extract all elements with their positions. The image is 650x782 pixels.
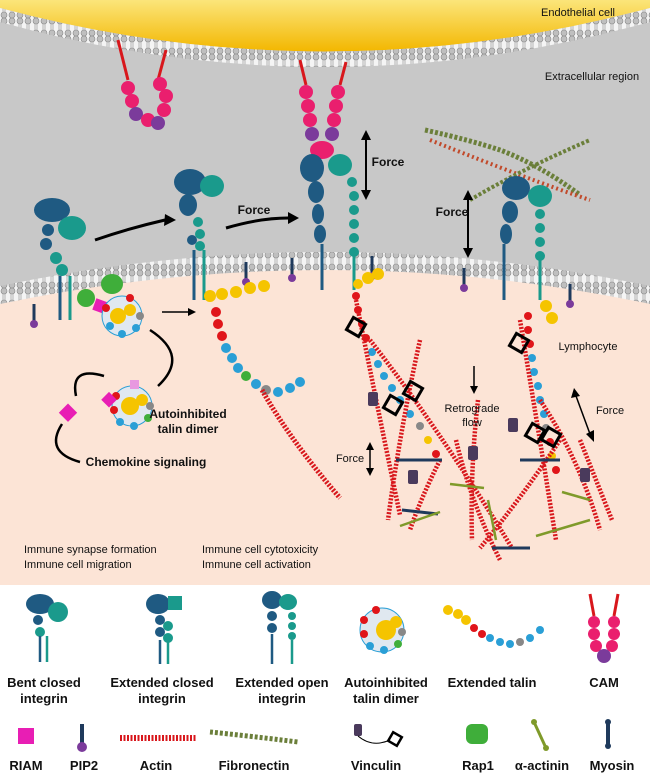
- force-arrowhead-4a: [366, 442, 374, 450]
- legend-cam: CAM: [589, 675, 619, 690]
- force-label-3: Force: [436, 205, 469, 219]
- legend-vinculin: Vinculin: [351, 758, 401, 773]
- extended-talin-middle: [204, 280, 305, 397]
- cam-free: [116, 39, 173, 130]
- alpha-actinin-icon: [531, 719, 549, 751]
- force-label-1: Force: [238, 203, 271, 217]
- lymphocyte-membrane: [0, 252, 650, 304]
- autoinhibited-label-line2: talin dimer: [158, 422, 219, 436]
- legend-extended-closed-line2: integrin: [138, 691, 186, 706]
- retrograde-arrowhead: [470, 386, 478, 394]
- legend-extended-closed-line1: Extended closed: [110, 675, 213, 690]
- function-cytotoxicity: Immune cell cytotoxicity: [202, 544, 319, 556]
- force-arrowhead-2b: [361, 190, 371, 200]
- retrograde-label-line2: flow: [462, 417, 482, 429]
- retrograde-label-line1: Retrograde: [444, 403, 499, 415]
- force-label-2: Force: [372, 155, 405, 169]
- myosin-crosslinks: [396, 458, 560, 550]
- function-migration: Immune cell migration: [24, 559, 132, 571]
- force-arrowhead-3a: [463, 190, 473, 200]
- force-label-4: Force: [336, 453, 364, 465]
- autoinhibited-talin-dimer: [101, 380, 154, 430]
- chemokine-arrow: [54, 423, 81, 464]
- legend-bent-closed-line2: integrin: [20, 691, 68, 706]
- force-arrowhead-4b: [366, 468, 374, 476]
- alpha-actinin-crosslinks: [399, 482, 591, 541]
- riam-icon: [18, 728, 34, 744]
- extended-open-integrin-fibronectin: [500, 176, 552, 300]
- pip2-icon: [77, 724, 87, 752]
- legend-rap1: Rap1: [462, 758, 494, 773]
- lymphocyte-label: Lymphocyte: [559, 341, 618, 353]
- transition-arrow-2: [225, 216, 289, 230]
- myosin-icon: [605, 719, 611, 749]
- fibronectin-icon: [209, 729, 299, 745]
- legend-myosin: Myosin: [590, 758, 635, 773]
- force-label-5: Force: [596, 405, 624, 417]
- chemokine-label: Chemokine signaling: [86, 455, 207, 469]
- function-activation: Immune cell activation: [202, 559, 311, 571]
- endothelial-cell: [0, 0, 650, 52]
- talin-dimer-icon: [359, 606, 406, 654]
- transition-arrow-1: [94, 218, 166, 242]
- legend-bent-closed-line1: Bent closed: [7, 675, 81, 690]
- force-arrowhead-3b: [463, 248, 473, 258]
- extended-open-integrin-icon: [262, 591, 297, 664]
- bent-closed-integrin-icon: [26, 594, 68, 662]
- activation-arrowhead: [188, 308, 196, 316]
- legend-actin: Actin: [140, 758, 173, 773]
- rap1-icon: [466, 724, 488, 744]
- legend-panel: [0, 585, 650, 777]
- extended-talin-icon: [443, 605, 544, 648]
- vinculin-group: [344, 315, 590, 484]
- force-arrow-5: [575, 395, 591, 435]
- legend-fibronectin: Fibronectin: [219, 758, 290, 773]
- bent-closed-integrin: [34, 198, 86, 320]
- legend-extended-open-line1: Extended open: [235, 675, 328, 690]
- talin-dimer-riam-complex: [77, 274, 144, 338]
- cycle-arrow-1: [149, 328, 174, 387]
- endothelial-cell-label: Endothelial cell: [541, 7, 615, 19]
- endothelial-membrane: [0, 8, 650, 67]
- extended-closed-integrin: [174, 169, 224, 300]
- transition-arrowhead-2: [288, 212, 299, 224]
- transition-arrowhead-1: [164, 214, 176, 226]
- legend-talin-dimer-line2: talin dimer: [353, 691, 419, 706]
- legend-alpha-actinin: α-actinin: [515, 758, 569, 773]
- legend-extended-talin: Extended talin: [448, 675, 537, 690]
- cycle-arrow-2: [73, 372, 105, 397]
- legend-pip2: PIP2: [70, 758, 98, 773]
- fibronectin-fiber-1: [424, 127, 582, 198]
- cam-icon: [588, 593, 620, 663]
- function-synapse: Immune synapse formation: [24, 544, 157, 556]
- extended-open-integrin-bound: [298, 59, 359, 290]
- force-arrowhead-2a: [361, 130, 371, 140]
- legend-extended-open-line2: integrin: [258, 691, 306, 706]
- fibronectin-fiber-2: [429, 138, 591, 202]
- actin-filament-middle: [259, 388, 342, 500]
- force-arrowhead-5a: [571, 388, 580, 398]
- extended-closed-integrin-icon: [146, 594, 182, 664]
- legend-riam: RIAM: [9, 758, 42, 773]
- autoinhibited-label-line1: Autoinhibited: [149, 407, 226, 421]
- extracellular-region-label: Extracellular region: [545, 71, 639, 83]
- talin-chain-right: [524, 300, 560, 474]
- fibronectin-fiber-3: [468, 138, 591, 202]
- force-arrowhead-5b: [586, 430, 594, 442]
- legend-talin-dimer-line1: Autoinhibited: [344, 675, 428, 690]
- vinculin-icon: [354, 724, 404, 748]
